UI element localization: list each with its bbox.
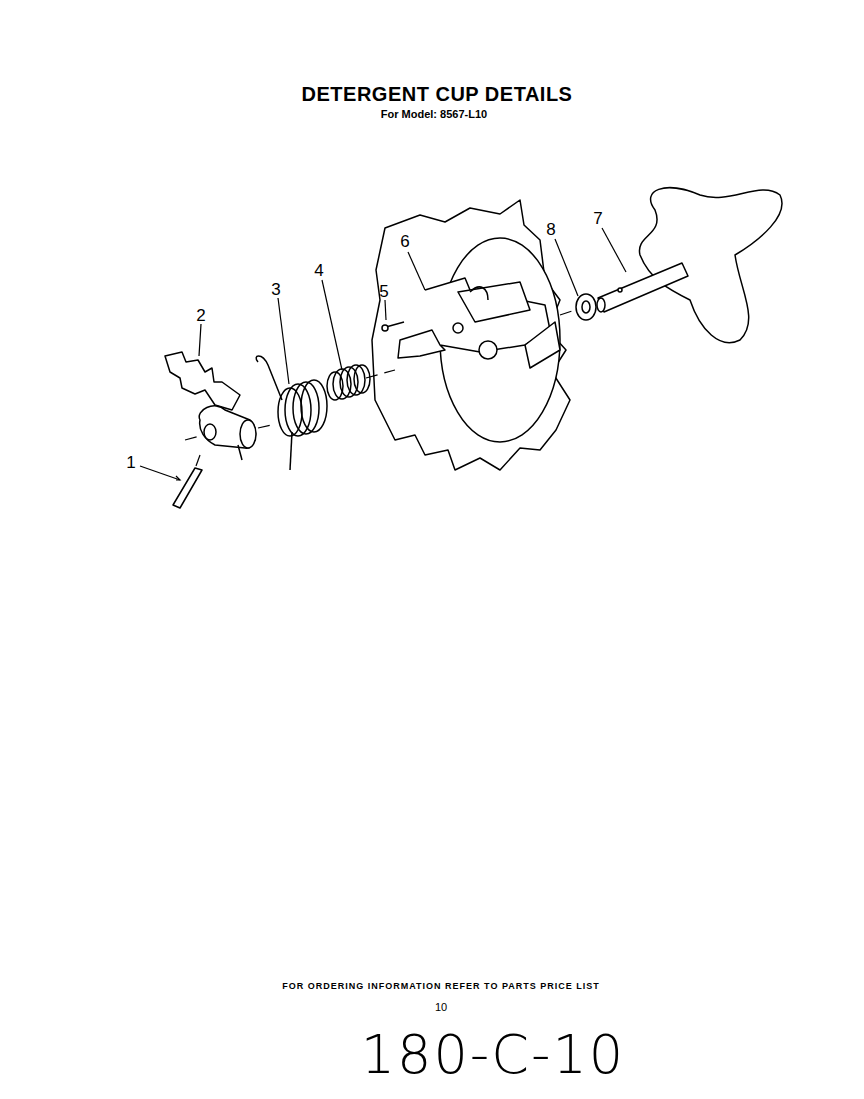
callout-number: 3	[271, 281, 280, 298]
torsion-spring	[256, 356, 327, 470]
callout-number: 8	[546, 221, 555, 238]
bracket-latch	[458, 282, 530, 322]
shaft-end	[597, 298, 605, 312]
callout-number: 1	[126, 454, 135, 471]
callout-number: 4	[314, 262, 323, 279]
diagram-title: DETERGENT CUP DETAILS	[302, 84, 573, 104]
leader-lines	[140, 228, 626, 480]
lever-bore	[204, 424, 216, 440]
pin	[173, 468, 202, 508]
shaft	[598, 263, 688, 312]
bracket-arm	[525, 322, 560, 368]
lever-boss	[240, 420, 256, 448]
shaft-hole	[618, 288, 622, 292]
handwritten-code: 180-C-10	[361, 1028, 625, 1082]
assembly-axis	[185, 310, 575, 466]
callout-number: 6	[400, 233, 409, 250]
washer-hole	[582, 301, 590, 313]
callout-number: 5	[379, 283, 388, 300]
screw	[386, 322, 404, 327]
washer	[576, 294, 596, 320]
model-subtitle: For Model: 8567-L10	[381, 109, 487, 120]
bracket-pivot	[479, 341, 497, 359]
release-lever	[165, 352, 240, 410]
callout-number: 2	[196, 307, 205, 324]
screw-head	[382, 325, 388, 331]
bracket-hole	[453, 323, 463, 333]
callout-number: 7	[593, 210, 602, 227]
cup-knob	[639, 188, 782, 343]
bracket-slot	[470, 287, 488, 300]
page-number: 10	[435, 1002, 447, 1013]
small-spring	[327, 365, 370, 400]
door-panel	[372, 200, 570, 470]
lever-tab	[238, 445, 242, 460]
footer-note: FOR ORDERING INFORMATION REFER TO PARTS …	[282, 982, 600, 991]
lever-hub	[199, 406, 255, 448]
